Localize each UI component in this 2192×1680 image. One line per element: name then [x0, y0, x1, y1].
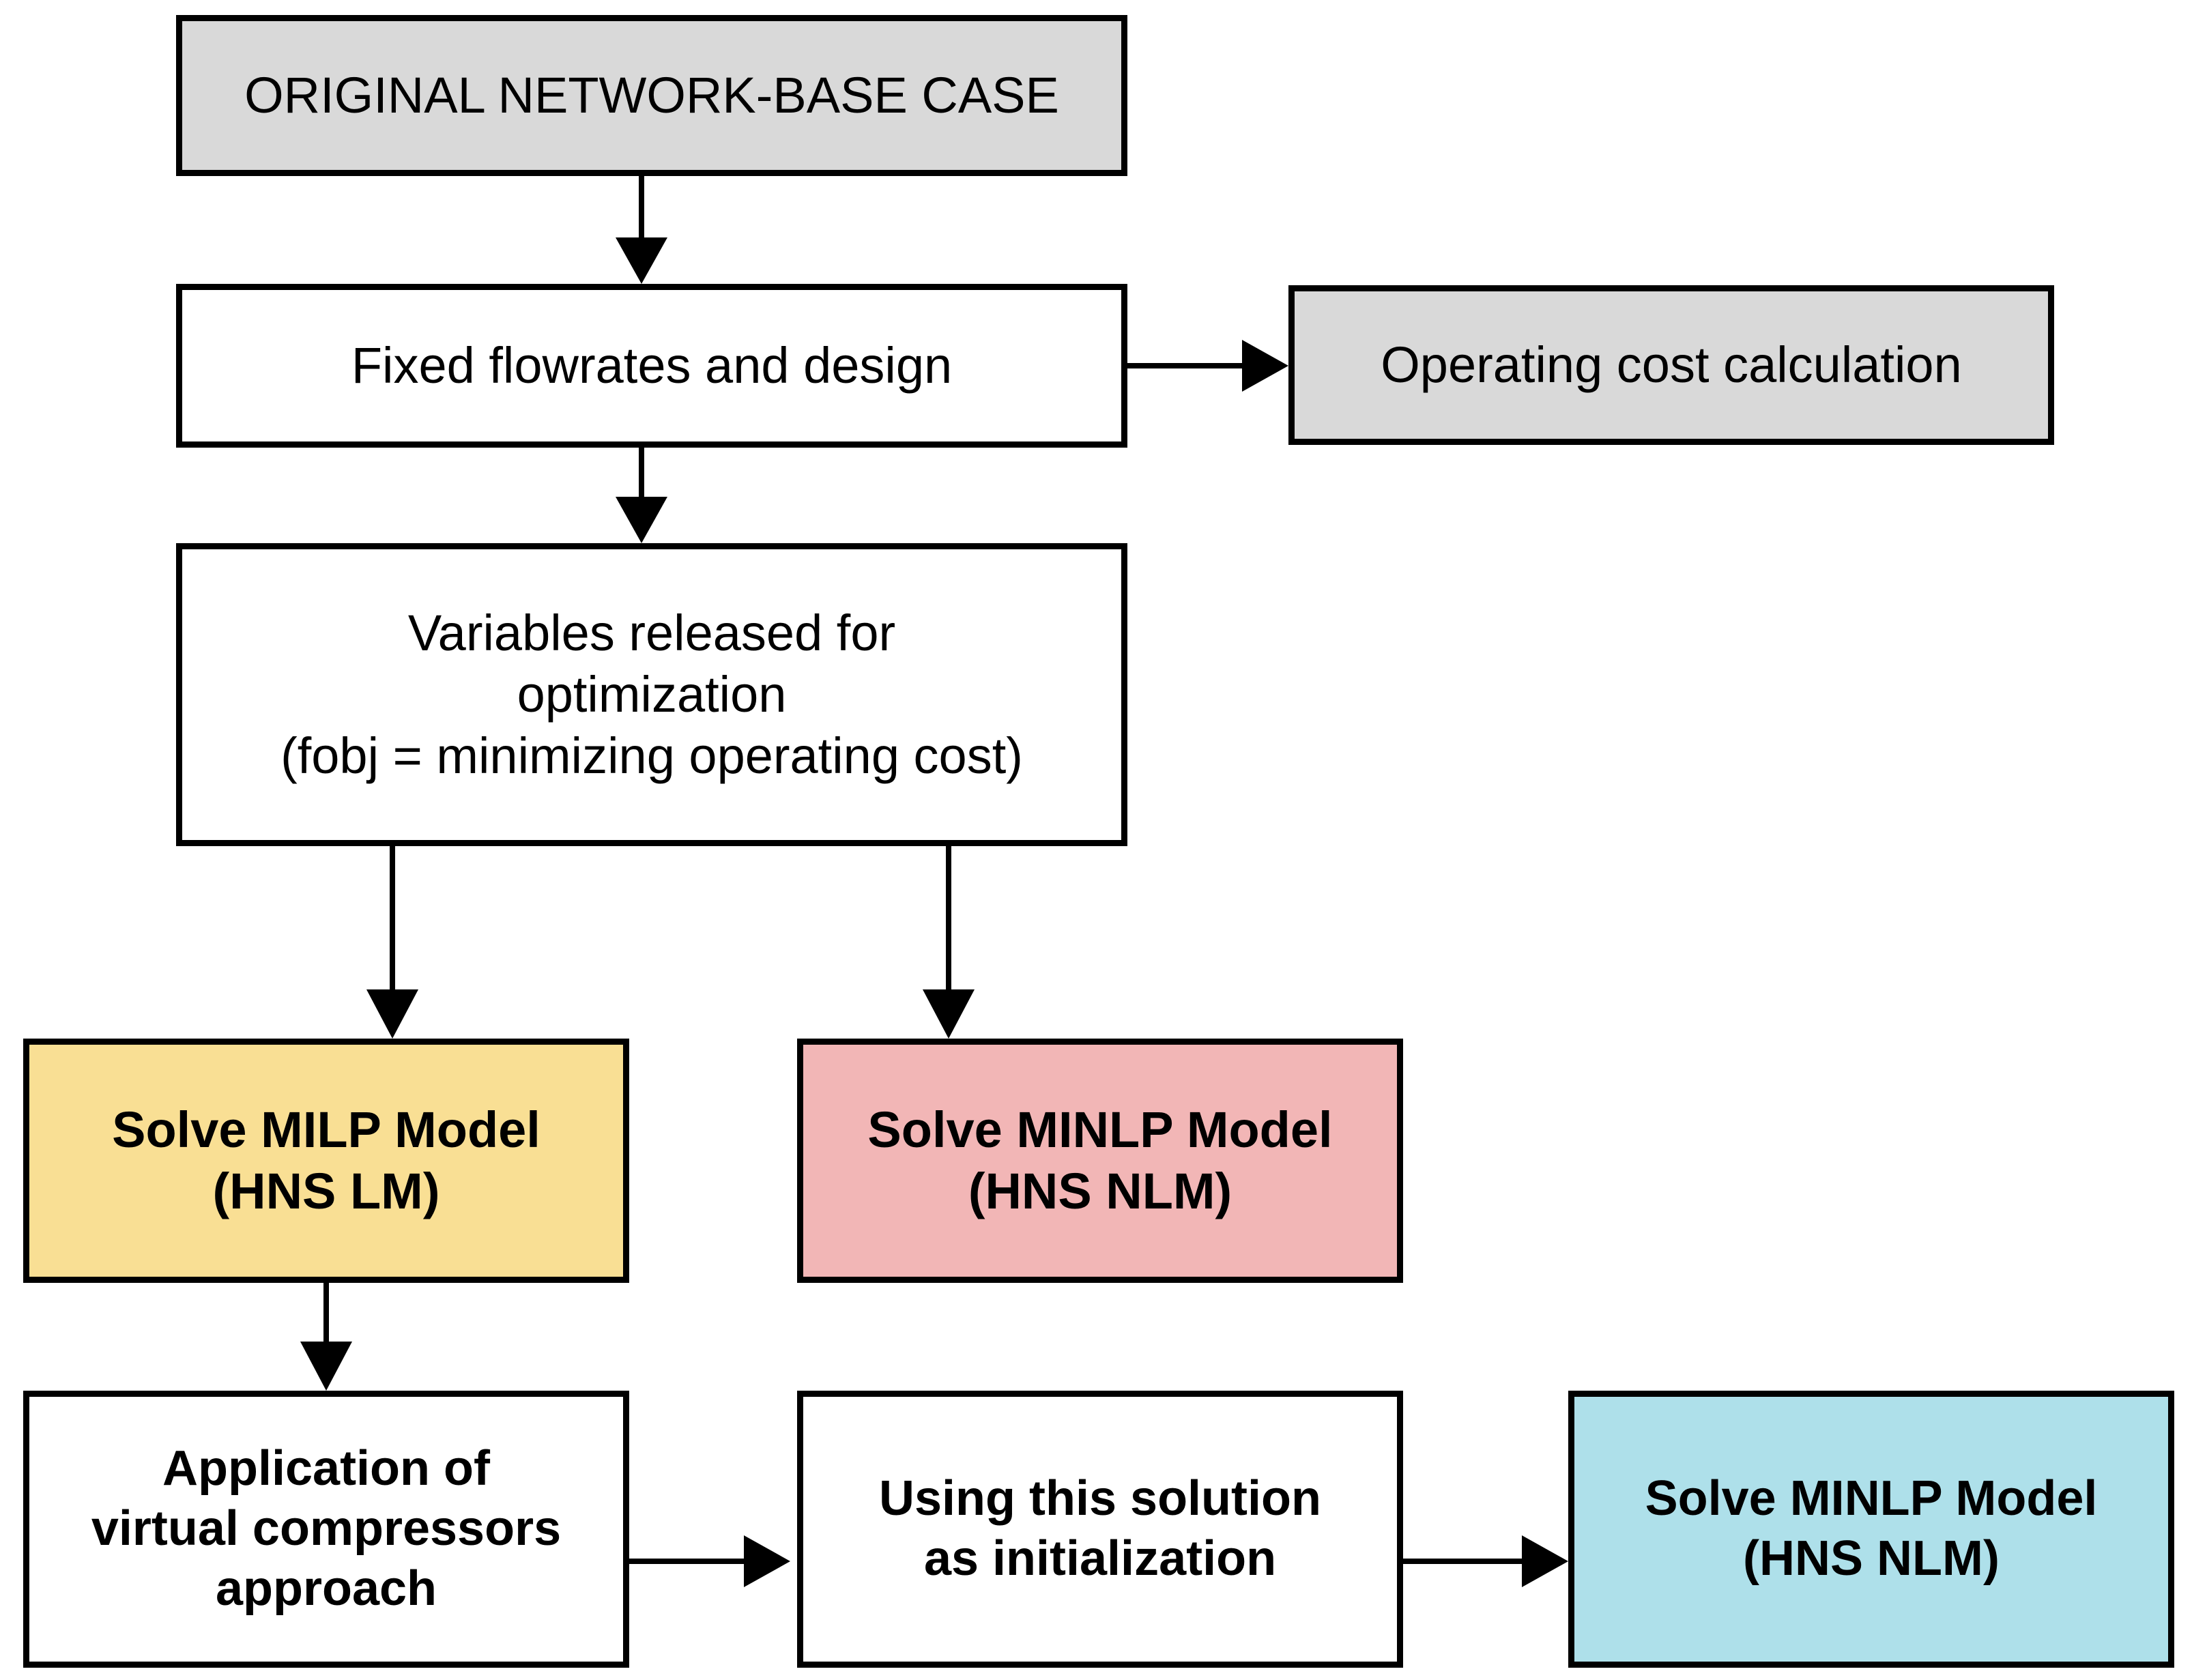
node-solve-minlp-model-hns-nlm-initial[interactable]: Solve MINLP Model (HNS NLM): [797, 1039, 1403, 1283]
edge-fixed-to-variables: [616, 448, 667, 543]
edge-original-to-fixed: [616, 175, 667, 284]
node-label: Solve MINLP Model (HNS NLM): [1645, 1471, 2098, 1586]
node-label: Fixed flowrates and design: [351, 336, 953, 394]
edge-initialization-to-minlp-cyan: [1402, 1535, 1568, 1587]
node-variables-released-for-optimization[interactable]: Variables released for optimization (fob…: [176, 543, 1127, 846]
edge-virtual-to-initialization: [624, 1535, 790, 1587]
node-using-this-solution-as-initialization[interactable]: Using this solution as initialization: [797, 1391, 1403, 1668]
edge-variables-to-milp: [366, 846, 418, 1039]
node-solve-minlp-model-hns-nlm-final[interactable]: Solve MINLP Model (HNS NLM): [1568, 1391, 2174, 1668]
node-label: Solve MINLP Model (HNS NLM): [867, 1101, 1333, 1219]
node-label: Solve MILP Model (HNS LM): [112, 1101, 540, 1219]
edge-variables-to-minlp-pink: [923, 846, 975, 1039]
node-label: Operating cost calculation: [1381, 336, 1962, 393]
node-application-of-virtual-compressors-approach[interactable]: Application of virtual compressors appro…: [23, 1391, 629, 1668]
node-label: ORIGINAL NETWORK-BASE CASE: [244, 66, 1059, 124]
node-label: Using this solution as initialization: [879, 1471, 1321, 1586]
node-solve-milp-model-hns-lm[interactable]: Solve MILP Model (HNS LM): [23, 1039, 629, 1283]
node-fixed-flowrates-and-design[interactable]: Fixed flowrates and design: [176, 284, 1127, 448]
node-label: Application of virtual compressors appro…: [91, 1441, 562, 1616]
edge-milp-to-virtual-compressors: [300, 1283, 352, 1391]
edge-fixed-to-operating-cost: [1126, 340, 1288, 392]
node-operating-cost-calculation[interactable]: Operating cost calculation: [1288, 285, 2054, 445]
node-original-network-base-case[interactable]: ORIGINAL NETWORK-BASE CASE: [176, 15, 1127, 176]
node-label: Variables released for optimization (fob…: [280, 604, 1023, 785]
